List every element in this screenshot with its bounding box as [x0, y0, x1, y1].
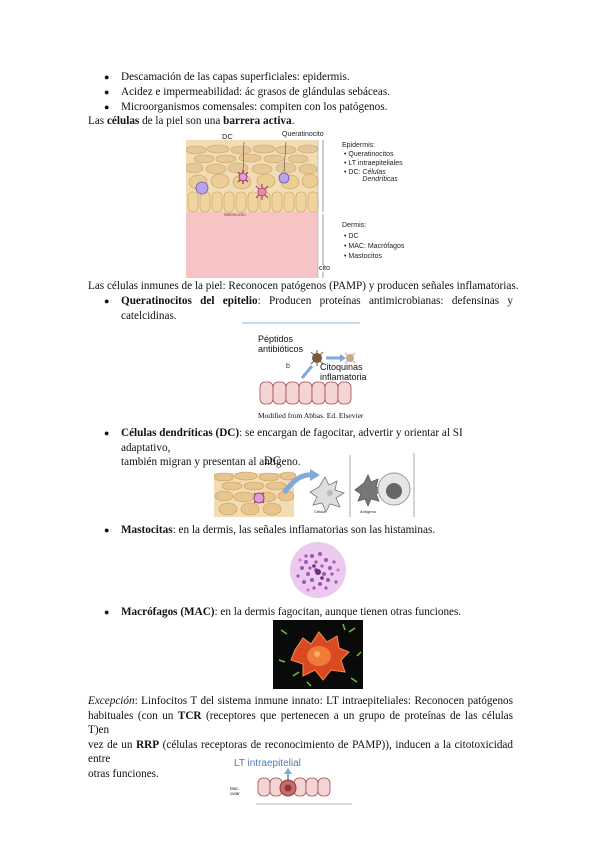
peptides-figure: b Péptidos antibióticos Citoquinas infla… [240, 320, 368, 422]
skin-figure: DC Queratinocito Melanocito Epidermis: •… [186, 130, 419, 278]
epidermis-item: • LT intraepiteliales [344, 160, 403, 167]
bullet-dot: ● [104, 87, 110, 97]
citoquinas-label: Citoquinas inflamatoria [320, 362, 367, 382]
dermis-title: Dermis: [342, 222, 367, 229]
dendritic-figure: DC Célula Antígeno [214, 453, 416, 517]
epidermis-item: • Queratinocitos [344, 151, 394, 158]
bullet-text: Acidez e impermeabilidad: ác grasos de g… [121, 86, 391, 98]
svg-text:b: b [286, 363, 290, 370]
bullet-text: Microorganismos comensales: compiten con… [121, 101, 388, 113]
intro-paragraph: Las células de la piel son una barrera a… [88, 115, 295, 127]
dermis-item: • Mastocitos [344, 253, 382, 260]
dermis-item: • MAC: Macrófagos [344, 243, 405, 250]
epidermis-title: Epidermis: [342, 142, 376, 149]
bullet-dot: ● [104, 428, 110, 438]
macrofagos-text: Macrófagos (MAC): en la dermis fagocitan… [121, 606, 462, 618]
bullet-dot: ● [104, 525, 110, 535]
cito-label: cito [319, 265, 330, 272]
queratinocito-label: Queratinocito [282, 131, 324, 138]
peptidos-label: Péptidos antibióticos [258, 334, 304, 354]
macrophage-illustration [278, 623, 362, 687]
bullet-dot: ● [104, 102, 110, 112]
dendriticas-text: Células dendríticas (DC): se encargan de… [121, 427, 463, 468]
credit-label: Modified from Abbas. Ed. Elsevier [258, 411, 364, 420]
skin-illustration [186, 130, 419, 278]
mast-cell-illustration [290, 542, 346, 598]
dc-label: DC [222, 132, 233, 141]
lt-intraepithelial-figure: LT intraepitelial Muc. oviar [228, 758, 358, 808]
queratinocitos-text: Queratinocitos del epitelio: Producen pr… [121, 295, 513, 322]
bullet-dot: ● [104, 607, 110, 617]
epidermis-item: • DC: Células Dendríticas [344, 169, 398, 183]
immune-cells-paragraph: Las células inmunes de la piel: Reconoce… [88, 280, 519, 292]
melanocito-label: Melanocito [224, 212, 246, 217]
bullet-dot: ● [104, 296, 110, 306]
side-label: Muc. oviar [230, 786, 240, 796]
mast-cell-figure [286, 540, 350, 600]
lt-title: LT intraepitelial [234, 758, 301, 769]
celula-label: Célula [314, 509, 326, 514]
bullet-text: Descamación de las capas superficiales: … [121, 71, 350, 83]
excepcion-paragraph: Excepción: Linfocitos T del sistema inmu… [88, 695, 513, 780]
peptides-illustration: b [242, 322, 360, 405]
dc-label: DC [264, 453, 281, 467]
macrophage-figure [273, 620, 363, 689]
antigeno-label: Antígeno [360, 509, 377, 514]
mastocitos-text: Mastocitas: en la dermis, las señales in… [121, 524, 436, 536]
dendritic-illustration [214, 453, 415, 517]
dermis-item: • DC [344, 233, 359, 240]
bullet-dot: ● [104, 72, 110, 82]
lt-illustration [256, 768, 352, 805]
